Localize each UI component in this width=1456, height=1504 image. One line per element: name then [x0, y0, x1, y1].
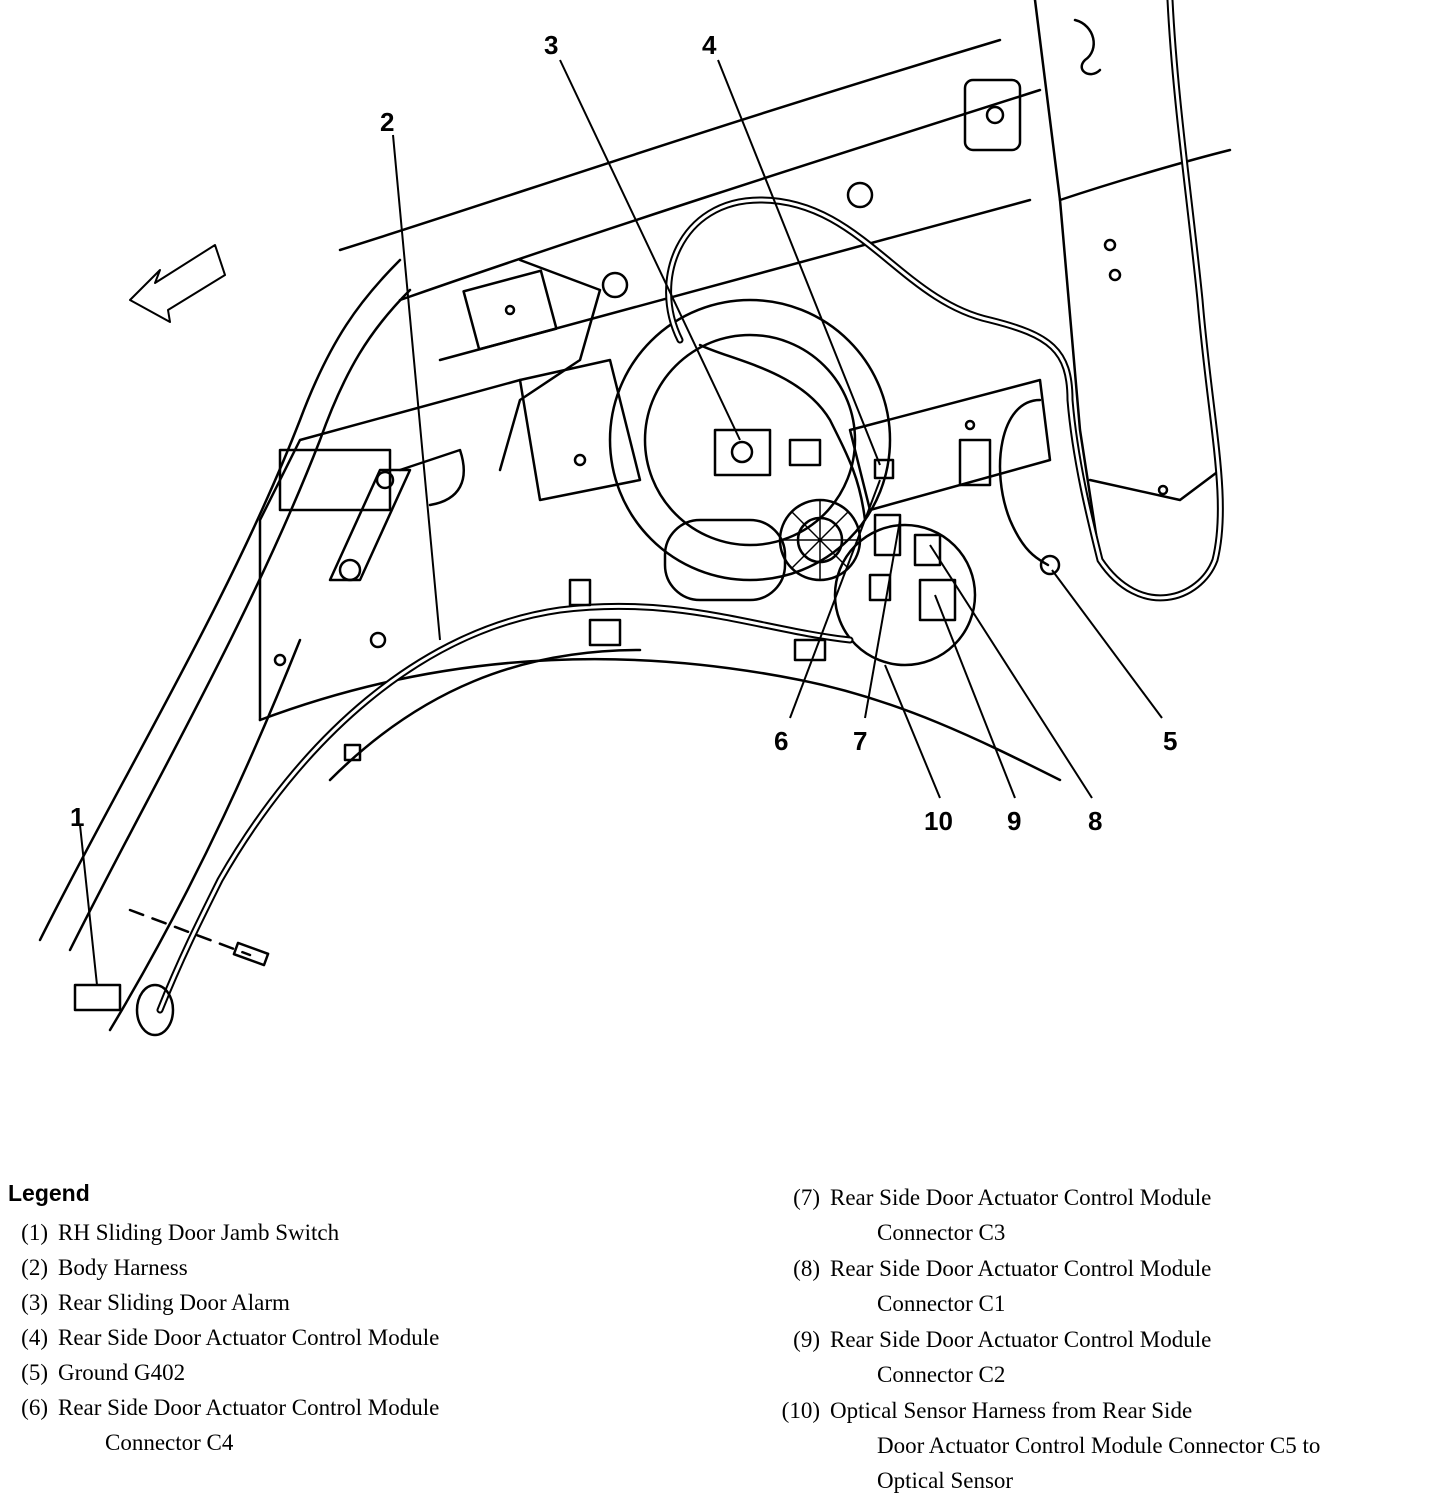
legend-item-text: Rear Side Door Actuator Control Module: [58, 1325, 440, 1350]
legend-item-10: (10) Optical Sensor Harness from Rear Sid…: [772, 1393, 1321, 1498]
body-harness: [156, 602, 854, 1014]
direction-arrow: [129, 244, 226, 323]
legend-item-5: (5) Ground G402: [0, 1355, 185, 1390]
legend: Legend (1) RH Sliding Door Jamb Switch (2…: [0, 1180, 1456, 1500]
legend-item-text-cont: Connector C1: [877, 1291, 1006, 1316]
legend-item-text-cont: Door Actuator Control Module Connector C…: [877, 1433, 1321, 1458]
callout-3: 3: [544, 30, 558, 60]
wiring-diagram: 1 2 3 4 5 6 7 8 9 10: [38, 0, 1232, 1037]
ground-wire: [998, 398, 1050, 567]
legend-title: Legend: [8, 1180, 90, 1206]
legend-item-text: RH Sliding Door Jamb Switch: [58, 1220, 340, 1245]
ground-g402: [1039, 554, 1061, 576]
legend-item-7: (7) Rear Side Door Actuator Control Modul…: [772, 1180, 1211, 1250]
callout-5: 5: [1163, 726, 1177, 756]
jamb-switch: [73, 983, 122, 1012]
legend-item-text-cont: Optical Sensor: [877, 1468, 1014, 1493]
legend-item-text: Body Harness: [58, 1255, 188, 1280]
callout-6: 6: [774, 726, 788, 756]
callout-2: 2: [380, 107, 394, 137]
legend-item-6: (6) Rear Side Door Actuator Control Modul…: [0, 1390, 439, 1460]
legend-item-number: (6): [21, 1395, 48, 1420]
actuator-motor: [663, 518, 787, 602]
legend-item-number: (9): [793, 1327, 820, 1352]
callout-4: 4: [702, 30, 717, 60]
legend-item-number: (8): [793, 1256, 820, 1281]
control-module-plate: [848, 378, 1052, 512]
wheel-well: [328, 648, 642, 782]
callout-8: 8: [1088, 806, 1102, 836]
upper-panel-edge: [338, 38, 1002, 252]
actuator-drum: [608, 298, 892, 582]
legend-item-9: (9) Rear Side Door Actuator Control Modul…: [772, 1322, 1211, 1392]
legend-item-2: (2) Body Harness: [0, 1250, 188, 1285]
quarter-panel-outline: [38, 258, 402, 942]
legend-item-text-cont: Connector C2: [877, 1362, 1006, 1387]
legend-item-number: (5): [21, 1360, 48, 1385]
callout-9: 9: [1007, 806, 1021, 836]
legend-item-number: (3): [21, 1290, 48, 1315]
legend-item-text: Rear Side Door Actuator Control Module: [830, 1256, 1212, 1281]
legend-item-text: Rear Side Door Actuator Control Module: [830, 1327, 1212, 1352]
legend-item-8: (8) Rear Side Door Actuator Control Modul…: [772, 1251, 1211, 1321]
legend-item-text: Optical Sensor Harness from Rear Side: [830, 1398, 1193, 1423]
optical-sensor-ring: [833, 523, 977, 667]
legend-item-4: (4) Rear Side Door Actuator Control Modul…: [0, 1320, 439, 1355]
sliding-door-alarm: [713, 428, 772, 477]
legend-item-number: (4): [21, 1325, 48, 1350]
legend-item-number: (7): [793, 1185, 820, 1210]
legend-item-text-cont: Connector C3: [877, 1220, 1006, 1245]
legend-item-number: (2): [21, 1255, 48, 1280]
legend-item-text-cont: Connector C4: [105, 1430, 234, 1455]
callout-1: 1: [70, 802, 84, 832]
legend-item-text: Rear Sliding Door Alarm: [58, 1290, 290, 1315]
legend-item-number: (1): [21, 1220, 48, 1245]
legend-item-text: Rear Side Door Actuator Control Module: [58, 1395, 440, 1420]
legend-item-text: Rear Side Door Actuator Control Module: [830, 1185, 1212, 1210]
callout-10: 10: [924, 806, 953, 836]
callout-7: 7: [853, 726, 867, 756]
legend-item-3: (3) Rear Sliding Door Alarm: [0, 1285, 290, 1320]
legend-item-1: (1) RH Sliding Door Jamb Switch: [0, 1215, 339, 1250]
legend-item-text: Ground G402: [58, 1360, 186, 1385]
legend-item-number: (10): [781, 1398, 820, 1423]
